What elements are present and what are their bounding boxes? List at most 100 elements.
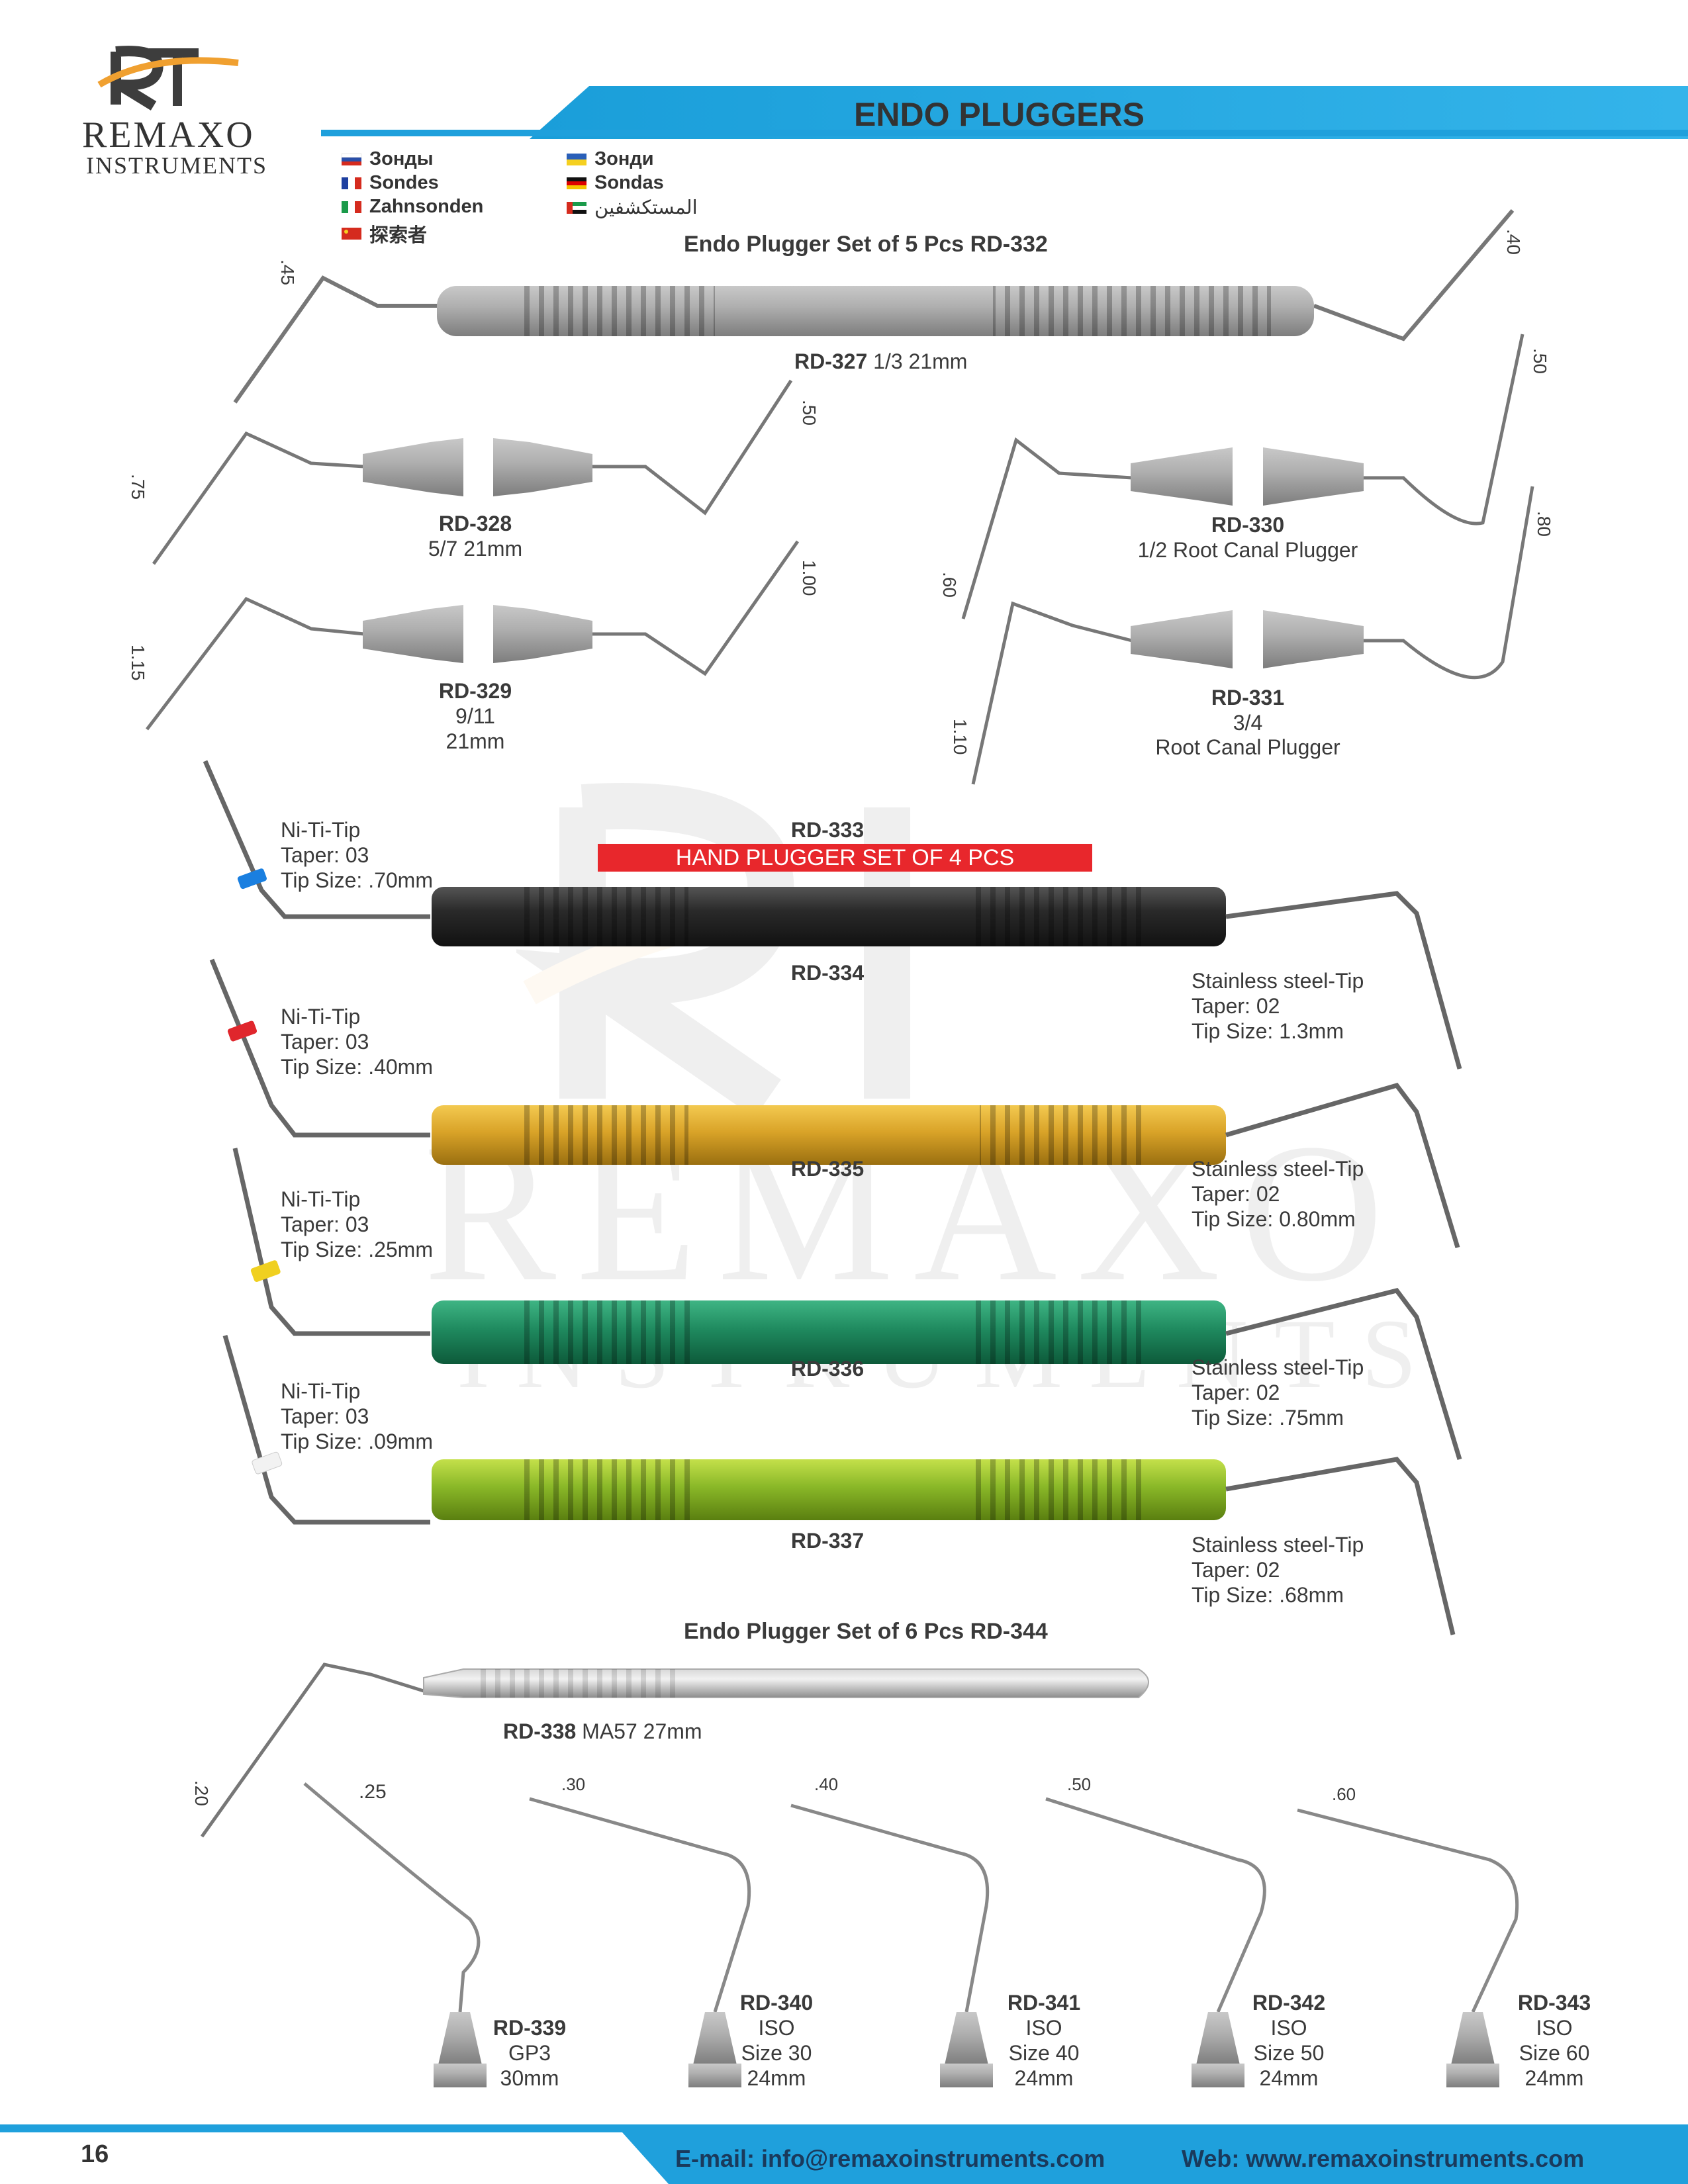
rd330-tip-right: .50	[1530, 348, 1550, 374]
brand-name: REMAXO	[82, 114, 255, 156]
rd335-ss-2: Taper: 02	[1192, 1182, 1280, 1206]
rd335-niti-2: Taper: 03	[281, 1030, 369, 1054]
flag-ru-icon	[342, 153, 361, 165]
rd341-code: RD-341	[1007, 1991, 1081, 2015]
rd343-l1: ISO	[1536, 2016, 1573, 2040]
rd331-desc1: 3/4	[1233, 711, 1263, 735]
rd329-code: RD-329	[438, 679, 512, 703]
rd337-niti-3: Tip Size: .09mm	[281, 1430, 433, 1453]
page-number: 16	[81, 2140, 109, 2168]
flag-ae-icon	[567, 201, 586, 214]
language-ru: Зонды	[342, 148, 434, 170]
rd335-niti-3: Tip Size: .40mm	[281, 1055, 433, 1079]
language-fr: Sondes	[342, 172, 439, 194]
hand-set-banner-bg	[598, 844, 1092, 872]
rd337-niti-2: Taper: 03	[281, 1404, 369, 1428]
rd330-code-wrap: RD-330	[1125, 514, 1370, 535]
flag-de-icon	[567, 177, 586, 189]
language-label: Zahnsonden	[369, 196, 484, 217]
rd334-niti-3: Tip Size: .70mm	[281, 868, 433, 892]
rd341-l3: 24mm	[1014, 2066, 1074, 2090]
rd337-ss-2: Taper: 02	[1192, 1558, 1280, 1582]
rd334-ss-3: Tip Size: 1.3mm	[1192, 1019, 1344, 1043]
language-label: Зонды	[369, 148, 434, 169]
rd336-niti-1: Ni-Ti-Tip	[281, 1187, 361, 1211]
rd336-ss-2: Taper: 02	[1192, 1381, 1280, 1404]
flag-it-icon	[342, 201, 361, 213]
instrument-rd330	[961, 334, 1524, 619]
rd334-niti-1: Ni-Ti-Tip	[281, 818, 361, 842]
rd329-desc2: 21mm	[445, 729, 505, 753]
rd339-tip: .25	[359, 1781, 387, 1803]
rd327-desc: 1/3 21mm	[873, 349, 968, 373]
header-rule	[321, 130, 1688, 136]
rd340-code: RD-340	[739, 1991, 814, 2015]
rd329-tip-left: 1.15	[128, 645, 148, 681]
rd327-code: RD-327	[794, 349, 868, 373]
language-de: Sondas	[567, 172, 664, 194]
rd327-tip-left: .45	[277, 259, 298, 285]
rd343-l3: 24mm	[1524, 2066, 1584, 2090]
flag-fr-icon	[342, 177, 361, 189]
logo-mark	[97, 46, 239, 111]
rd330-code: RD-330	[1211, 513, 1285, 537]
rd331-code-wrap: RD-331	[1125, 687, 1370, 708]
rd334-niti-2: Taper: 03	[281, 843, 369, 867]
tip-marker-white	[252, 1451, 283, 1475]
instrument-rd331	[971, 486, 1534, 785]
rd342-tip: .50	[1067, 1774, 1092, 1794]
tip-marker-red	[227, 1021, 258, 1042]
instrument-rd337	[222, 1335, 1456, 1635]
rd335-niti-1: Ni-Ti-Tip	[281, 1005, 361, 1028]
rd334-code: RD-334	[790, 961, 865, 985]
language-ua: Зонди	[567, 148, 654, 170]
hand-set-code: RD-333	[790, 818, 865, 842]
language-label: 探索者	[369, 225, 428, 246]
language-label: Sondes	[369, 172, 439, 193]
footer-web[interactable]: Web: www.remaxoinstruments.com	[1182, 2145, 1585, 2172]
rd331-code: RD-331	[1211, 686, 1285, 709]
rd341-l1: ISO	[1025, 2016, 1062, 2040]
rd340-l1: ISO	[758, 2016, 795, 2040]
rd331-tip-left: 1.10	[950, 719, 970, 755]
language-ar: المستكشفين	[567, 196, 698, 219]
rd327-tip-right: .40	[1503, 229, 1524, 255]
title-band	[530, 86, 1688, 139]
rd328-tip-left: .75	[128, 474, 148, 500]
set5-title: Endo Plugger Set of 5 Pcs RD-332	[684, 232, 1048, 257]
instrument-rd339	[303, 1782, 487, 2087]
rd330-desc: 1/2 Root Canal Plugger	[1137, 538, 1358, 562]
rd339-code: RD-339	[492, 2016, 567, 2040]
rd336-ss-3: Tip Size: .75mm	[1192, 1406, 1344, 1430]
instrument-rd328	[152, 379, 793, 565]
rd343-l2: Size 60	[1519, 2041, 1590, 2065]
instrument-rd338	[200, 1662, 1149, 1838]
rd338-tip: .20	[191, 1780, 212, 1806]
tip-marker-yellow	[250, 1260, 281, 1282]
instrument-rd327	[233, 209, 1515, 404]
rd341-tip: .40	[814, 1774, 839, 1794]
rd340-tip: .30	[561, 1774, 586, 1794]
rd340-l2: Size 30	[741, 2041, 812, 2065]
rd337-code: RD-337	[790, 1529, 865, 1553]
rd343-tip: .60	[1332, 1784, 1356, 1804]
set6-title: Endo Plugger Set of 6 Pcs RD-344	[684, 1619, 1048, 1644]
language-label: المستكشفين	[594, 197, 698, 218]
instrument-rd336	[232, 1148, 1462, 1461]
rd329-desc1: 9/11	[455, 704, 495, 728]
tip-marker-blue	[237, 868, 267, 889]
footer-email[interactable]: E-mail: info@remaxoinstruments.com	[675, 2145, 1105, 2172]
rd337-niti-1: Ni-Ti-Tip	[281, 1379, 361, 1403]
language-label: Sondas	[594, 172, 664, 193]
rd328-tip-right: .50	[799, 400, 820, 426]
rd342-l2: Size 50	[1253, 2041, 1325, 2065]
rd328-code: RD-328	[438, 512, 512, 535]
rd334-ss-2: Taper: 02	[1192, 994, 1280, 1018]
page-title: ENDO PLUGGERS	[854, 96, 1145, 133]
rd338-label: RD-338 MA57 27mm	[503, 1721, 702, 1742]
footer-rule	[0, 2124, 1688, 2132]
rd342-code: RD-342	[1252, 1991, 1326, 2015]
rd335-code: RD-335	[790, 1157, 865, 1181]
rd328-desc: 5/7 21mm	[428, 537, 523, 561]
instrument-rd341	[790, 1803, 993, 2087]
